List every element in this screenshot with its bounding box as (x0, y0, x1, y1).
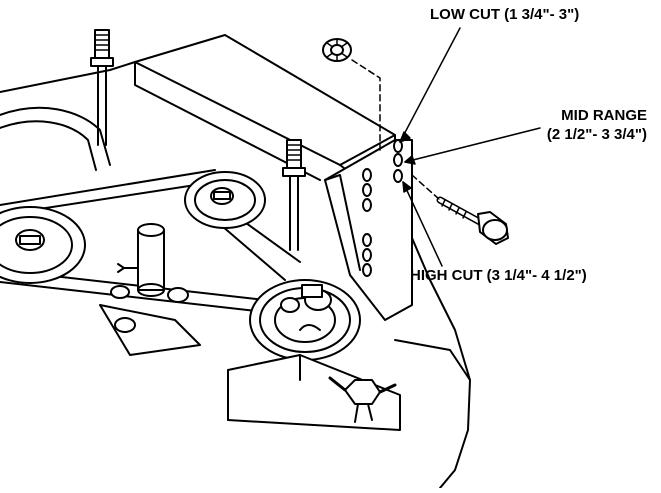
leader-low-cut (400, 28, 460, 142)
mid-range-label: MID RANGE (2 1/2"- 3 3/4") (547, 106, 647, 144)
pulley-spindle (250, 280, 360, 360)
mid-range-values: (2 1/2"- 3 3/4") (546, 126, 647, 143)
leader-high-cut (403, 182, 442, 266)
drive-belts (0, 108, 300, 312)
pulley-left (0, 207, 85, 283)
leader-high-cut-arrow (403, 182, 411, 192)
leader-mid-range-arrow (405, 156, 415, 164)
mounting-plate (100, 286, 200, 355)
flange-nut (323, 39, 351, 61)
threaded-stud-right (283, 140, 305, 250)
height-adjust-bracket (325, 140, 412, 320)
nut-alignment-line (352, 60, 380, 150)
mid-range-title: MID RANGE (561, 107, 647, 124)
flange-bolt (440, 200, 508, 244)
bolt-alignment-line (412, 175, 440, 200)
leader-mid-range (405, 128, 540, 162)
low-cut-label: LOW CUT (1 3/4"- 3") (430, 6, 580, 23)
wing-knob (330, 378, 395, 422)
threaded-stud-left (91, 30, 113, 145)
grease-fitting (118, 224, 164, 296)
callout-leaders (400, 28, 540, 266)
leader-low-cut-arrow (400, 132, 410, 142)
pulley-idler (185, 172, 265, 228)
high-cut-label: HIGH CUT (3 1/4"- 4 1/2") (410, 267, 587, 284)
deck-housing (0, 62, 470, 488)
frame-bar (135, 35, 395, 180)
